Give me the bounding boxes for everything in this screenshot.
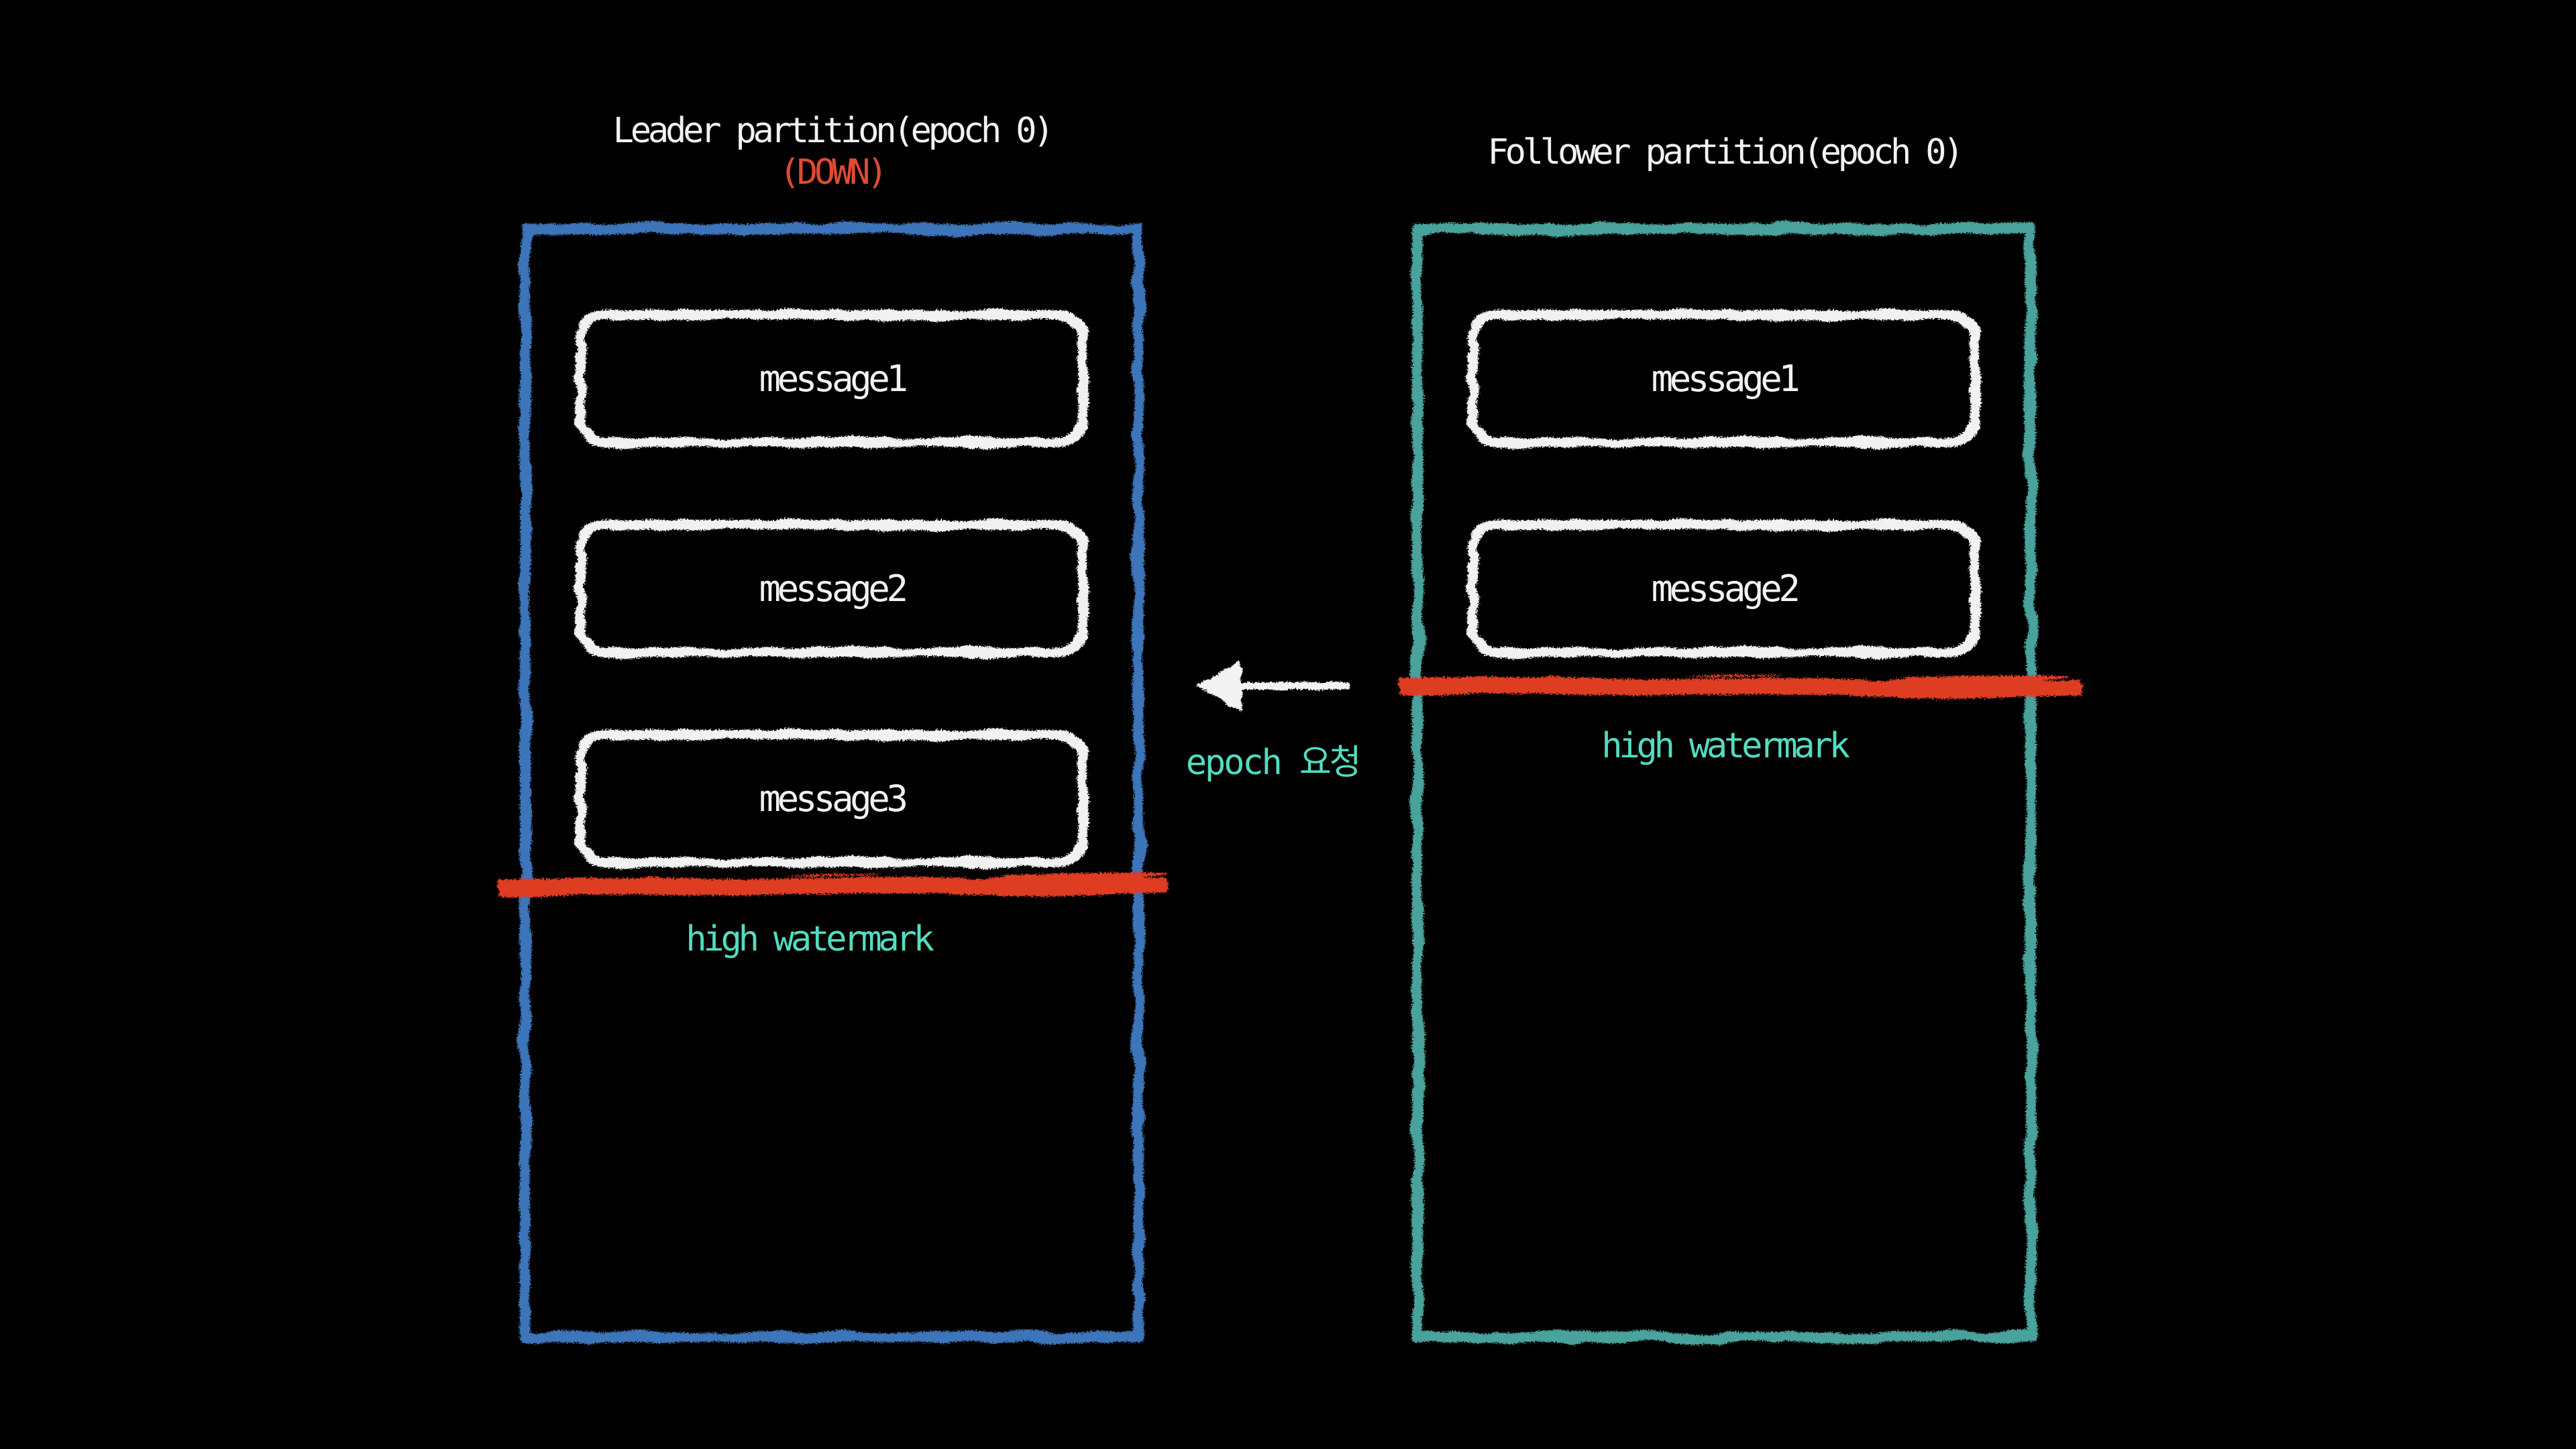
follower-high-watermark-line [1399,676,2083,697]
leader-high-watermark-line [498,875,1168,896]
message-box-border [1468,520,1980,657]
message-label: message1 [759,358,908,400]
leader-message-box-2: message2 [576,520,1088,657]
message-box-border [576,730,1088,867]
epoch-request-label: epoch 요청 [1185,743,1362,783]
message-box-border [576,520,1088,657]
follower-partition-box [1412,223,2036,1342]
message-label: message2 [1651,568,1801,610]
leader-partition-title: Leader partition(epoch 0) [612,111,1055,151]
follower-message-box-2: message2 [1468,520,1980,657]
left-arrow-icon [1195,661,1350,711]
leader-title-block: Leader partition(epoch 0) (DOWN) [520,110,1144,193]
message-label: message1 [1651,358,1801,400]
message-label: message3 [759,777,908,820]
leader-partition-box [520,223,1144,1342]
follower-partition-title: Follower partition(epoch 0) [1487,132,1964,172]
leader-high-watermark-label: high watermark [686,919,934,959]
leader-message-box-3: message3 [576,730,1088,867]
message-box-border [1468,310,1980,447]
leader-message-box-1: message1 [576,310,1088,447]
message-box-border [576,310,1088,447]
leader-status-down: (DOWN) [779,152,888,193]
follower-message-box-1: message1 [1468,310,1980,447]
follower-title-block: Follower partition(epoch 0) [1412,131,2036,173]
follower-high-watermark-label: high watermark [1601,726,1850,766]
message-label: message2 [759,568,908,610]
